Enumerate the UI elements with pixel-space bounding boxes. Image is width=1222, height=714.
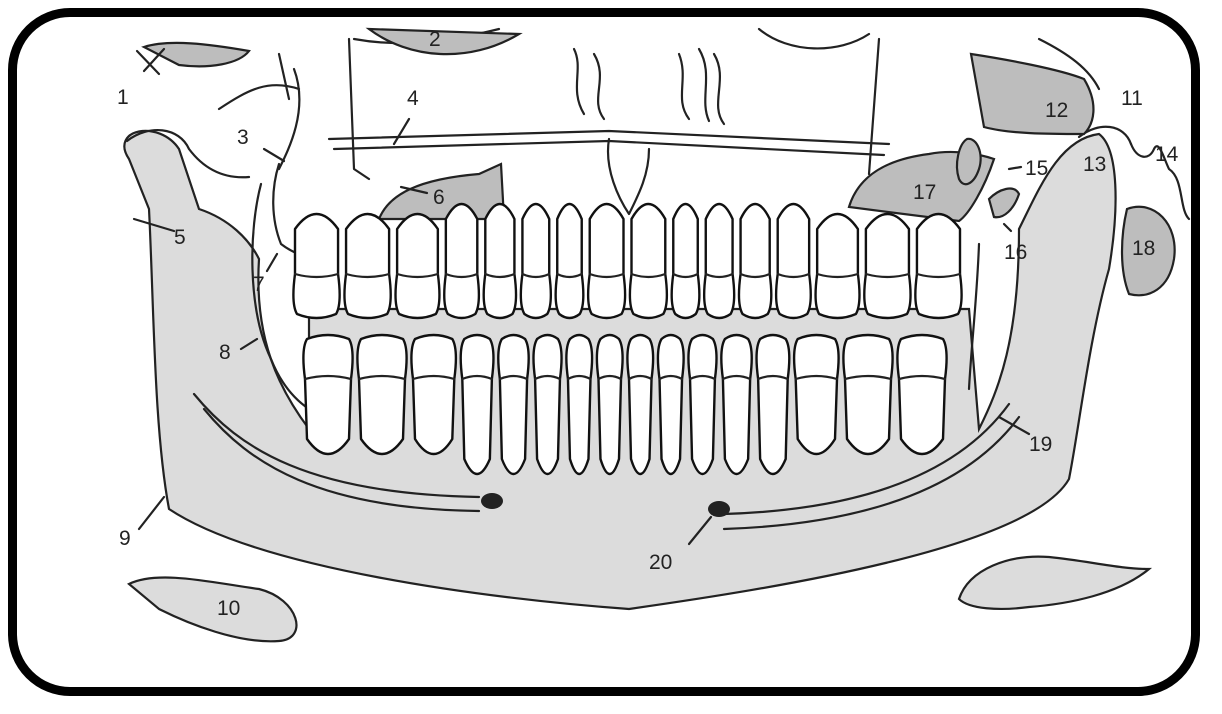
upper-tooth <box>739 204 771 318</box>
lower-tooth <box>721 335 751 474</box>
label-17: 17 <box>913 181 936 204</box>
lower-tooth <box>566 335 592 474</box>
upper-tooth <box>484 204 516 318</box>
label-12: 12 <box>1045 99 1068 122</box>
label-1: 1 <box>117 86 129 109</box>
label-4: 4 <box>407 87 419 110</box>
hyoid-right-bottom <box>959 557 1149 609</box>
upper-tooth <box>864 214 910 318</box>
label-3: 3 <box>237 126 249 149</box>
lower-tooth <box>658 335 684 474</box>
articular-eminence-right <box>971 54 1093 134</box>
leader-15 <box>1009 167 1021 169</box>
nasal-septum-base <box>608 139 649 214</box>
nasal-conchae-right <box>679 49 724 124</box>
leader-9 <box>139 497 164 529</box>
label-9: 9 <box>119 527 131 550</box>
upper-tooth <box>630 204 667 318</box>
upper-tooth <box>556 204 584 318</box>
upper-tooth <box>344 214 390 318</box>
leader-7 <box>267 254 277 271</box>
mental-foramen-left <box>481 493 503 509</box>
styloid-process-right <box>989 189 1019 218</box>
label-8: 8 <box>219 341 231 364</box>
mental-foramen-right <box>708 501 730 517</box>
label-2: 2 <box>429 28 441 51</box>
lower-tooth <box>757 335 790 474</box>
label-5: 5 <box>174 226 186 249</box>
label-6: 6 <box>433 186 445 209</box>
orbit-left-shade <box>369 29 519 54</box>
lower-tooth <box>533 335 561 474</box>
orbit-floor-right <box>759 29 869 48</box>
lower-tooth <box>303 335 352 454</box>
label-15: 15 <box>1025 157 1048 180</box>
upper-tooth <box>704 204 734 318</box>
lower-tooth <box>794 335 839 454</box>
diagram-frame: 1 2 3 4 5 6 7 8 9 10 11 12 13 14 15 16 1… <box>8 8 1200 696</box>
pterygoid-plate-left <box>279 54 299 169</box>
upper-tooth <box>521 204 551 318</box>
upper-tooth <box>816 214 860 318</box>
label-18: 18 <box>1132 237 1155 260</box>
lower-tooth <box>498 335 528 474</box>
lower-tooth <box>627 335 653 474</box>
lower-tooth <box>897 335 946 454</box>
upper-tooth <box>915 214 961 318</box>
lower-tooth <box>843 335 892 454</box>
panoramic-dental-diagram: 1 2 3 4 5 6 7 8 9 10 11 12 13 14 15 16 1… <box>17 17 1200 696</box>
sinus-wall-left <box>349 39 369 179</box>
upper-tooth <box>672 204 700 318</box>
lower-tooth <box>597 335 623 474</box>
leader-3 <box>264 149 284 161</box>
lower-tooth <box>411 335 456 454</box>
cross-mark-1 <box>137 49 164 74</box>
upper-tooth <box>293 214 339 318</box>
label-11: 11 <box>1121 87 1143 110</box>
maxillary-teeth <box>293 204 961 318</box>
upper-tooth <box>588 204 625 318</box>
label-19: 19 <box>1029 433 1052 456</box>
hyoid-left <box>129 578 296 642</box>
leader-4 <box>394 119 409 144</box>
label-7: 7 <box>253 273 265 296</box>
nasal-conchae-left <box>574 49 604 119</box>
label-14: 14 <box>1155 143 1179 166</box>
upper-tooth <box>776 204 811 318</box>
leader-16 <box>1004 224 1011 231</box>
label-13: 13 <box>1083 153 1106 176</box>
label-10: 10 <box>217 597 240 620</box>
upper-tooth <box>396 214 440 318</box>
lower-tooth <box>461 335 494 474</box>
upper-tooth <box>444 204 479 318</box>
lower-tooth <box>688 335 716 474</box>
label-20: 20 <box>649 551 672 574</box>
label-16: 16 <box>1004 241 1027 264</box>
lower-tooth <box>357 335 406 454</box>
